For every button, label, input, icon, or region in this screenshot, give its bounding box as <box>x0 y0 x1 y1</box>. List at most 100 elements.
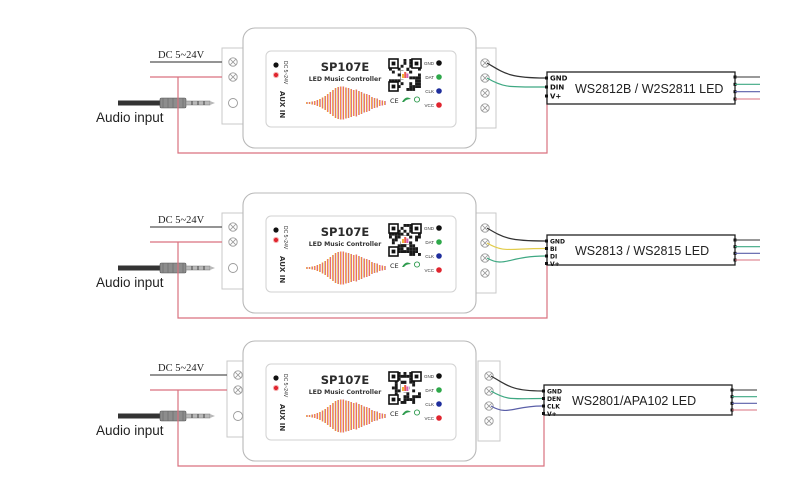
dc-side-label: DC 5~24V <box>282 374 288 398</box>
recycle-icon <box>413 261 421 268</box>
equalizer-bar <box>337 252 339 284</box>
signal-wire-blue <box>490 405 543 411</box>
equalizer-bar <box>368 408 371 424</box>
vplus-return-wire <box>177 77 548 154</box>
audio-input-label: Audio input <box>96 275 164 290</box>
equalizer-bar <box>324 261 326 275</box>
audio-input-label: Audio input <box>96 110 164 125</box>
equalizer-bar <box>319 99 321 107</box>
equalizer-bar <box>337 87 339 119</box>
equalizer-bar <box>311 266 313 270</box>
equalizer-bar <box>313 266 316 270</box>
rohs-leaf-icon <box>402 262 411 267</box>
equalizer-bar <box>339 399 342 433</box>
equalizer-bar <box>306 267 308 269</box>
equalizer-bar <box>358 91 360 115</box>
screw-terminal-icon <box>233 385 243 395</box>
pin-label-vcc: VCC <box>424 103 434 108</box>
equalizer-bar <box>342 251 345 285</box>
controller-subtitle: LED Music Controller <box>309 76 383 83</box>
equalizer-bar <box>339 86 342 120</box>
equalizer-bar <box>326 94 329 112</box>
dc-voltage-label: DC 5~24V <box>158 215 205 226</box>
equalizer-bar <box>360 92 363 114</box>
equalizer-bar <box>352 90 355 116</box>
screw-terminal-icon <box>480 73 490 83</box>
audio-input-label: Audio input <box>96 423 164 438</box>
pin-dot-vcc-icon <box>436 267 442 273</box>
equalizer-bar <box>334 88 337 118</box>
pin-label-gnd: GND <box>424 374 435 379</box>
equalizer-bar <box>384 414 386 418</box>
pin-dot-dat-icon <box>436 74 442 80</box>
signal-wire-green <box>490 390 543 400</box>
led-strip-name: WS2813 / WS2815 LED <box>575 244 709 258</box>
pin-label-vcc: VCC <box>424 268 434 273</box>
equalizer-bar <box>332 403 334 429</box>
pin-dot-dat-icon <box>436 239 442 245</box>
screw-terminal-icon <box>228 57 238 67</box>
equalizer-graphic <box>306 399 386 433</box>
screw-terminal-icon <box>480 58 490 68</box>
screw-terminal-icon <box>480 88 490 98</box>
equalizer-bar <box>321 262 324 274</box>
screw-terminal-icon <box>484 386 494 396</box>
equalizer-bar <box>365 94 368 112</box>
equalizer-bar <box>345 87 347 119</box>
equalizer-bar <box>376 411 378 421</box>
equalizer-bar <box>373 98 376 108</box>
equalizer-bar <box>316 265 319 271</box>
dc-side-label: DC 5~24V <box>282 226 288 250</box>
equalizer-bar <box>324 409 326 423</box>
strip-pin-dot-icon <box>545 239 548 243</box>
equalizer-bar <box>350 254 352 282</box>
equalizer-bar <box>368 260 371 276</box>
equalizer-bar <box>339 251 342 285</box>
signal-wire-gnd <box>490 375 543 392</box>
equalizer-bar <box>321 410 324 422</box>
screw-terminal-icon <box>480 253 490 263</box>
equalizer-bar <box>319 264 321 272</box>
screw-terminal-icon <box>484 371 494 381</box>
strip-pin-label: GND <box>550 75 568 83</box>
strip-pin-label: V+ <box>550 261 560 268</box>
equalizer-bar <box>363 258 365 278</box>
pin-dot-vcc-icon <box>436 102 442 108</box>
aux-in-label: AUX IN <box>278 404 286 431</box>
strip-pin-label: DEN <box>547 396 561 403</box>
equalizer-bar <box>345 252 347 284</box>
equalizer-bar <box>360 257 363 279</box>
equalizer-bar <box>350 89 352 117</box>
equalizer-bar <box>378 265 381 271</box>
vplus-return-wire <box>177 390 545 467</box>
pin-label-dat: DAT <box>425 388 434 393</box>
equalizer-bar <box>381 265 384 271</box>
equalizer-bar <box>358 404 360 428</box>
equalizer-bar <box>306 102 308 104</box>
strip-pin-dot-icon <box>545 262 548 265</box>
equalizer-bar <box>329 405 332 427</box>
equalizer-bar <box>378 100 381 106</box>
led-strip-box <box>546 234 736 266</box>
equalizer-graphic <box>306 251 386 285</box>
strip-pin-label: V+ <box>547 411 557 418</box>
aux-in-label: AUX IN <box>278 91 286 118</box>
equalizer-bar <box>355 254 358 282</box>
led-strip-box <box>543 384 733 416</box>
strip-pin-dot-icon <box>545 76 548 80</box>
equalizer-bar <box>334 401 337 431</box>
led-strip-box <box>546 71 736 105</box>
screw-terminal-icon <box>228 222 238 232</box>
equalizer-bar <box>313 414 316 418</box>
equalizer-bar <box>332 90 334 116</box>
strip-pin-label: BI <box>550 246 557 253</box>
aux-in-label: AUX IN <box>278 256 286 283</box>
equalizer-bar <box>376 98 378 108</box>
strip-pin-label: DIN <box>550 84 564 92</box>
strip-pin-label: GND <box>550 239 565 246</box>
pin-dot-clk-icon <box>436 401 442 407</box>
strip-pin-label: CLK <box>547 404 560 411</box>
strip-pin-dot-icon <box>542 397 545 400</box>
